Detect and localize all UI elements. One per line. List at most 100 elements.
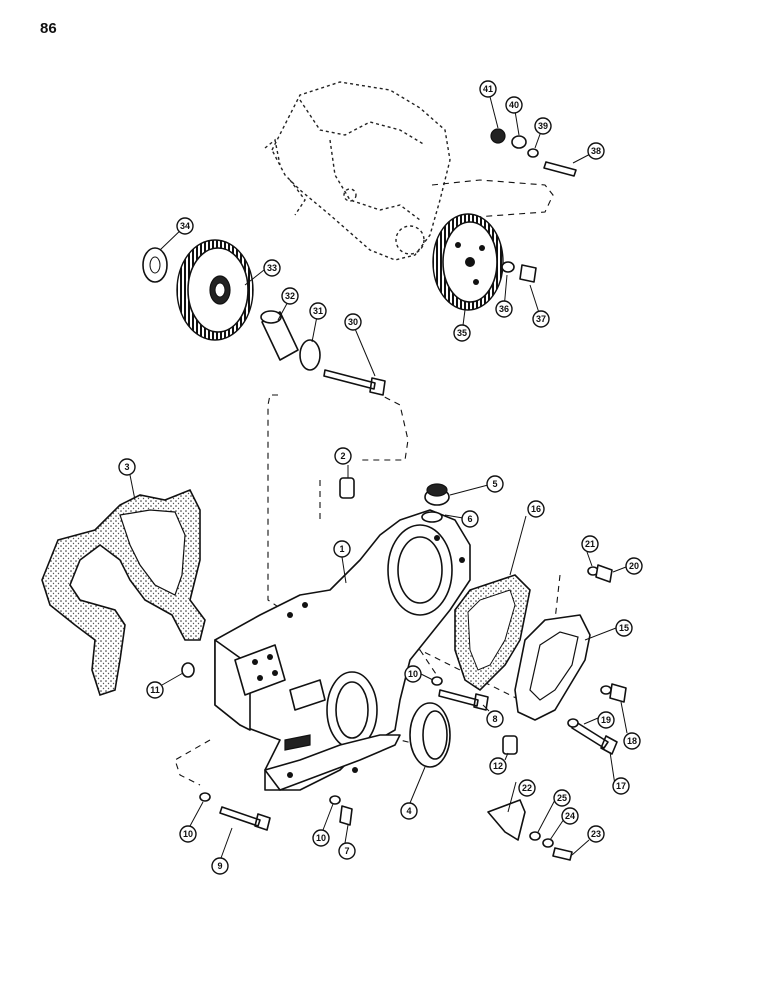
filler-plug [424, 483, 450, 506]
callout-12: 12 [489, 757, 507, 775]
callout-41: 41 [479, 80, 497, 98]
callout-23: 23 [587, 825, 605, 843]
bolt-23 [552, 847, 573, 861]
nut-40 [511, 135, 527, 149]
svg-text:25: 25 [557, 793, 567, 803]
svg-text:24: 24 [565, 811, 575, 821]
callout-24: 24 [561, 807, 579, 825]
bracket-22 [487, 799, 526, 841]
bolt-9 [219, 806, 271, 831]
pump-drive-gear [432, 213, 504, 311]
washer-10-a [431, 676, 443, 686]
idler-gear [176, 239, 254, 341]
callout-37: 37 [532, 310, 550, 328]
svg-text:15: 15 [619, 623, 629, 633]
callout-35: 35 [453, 324, 471, 342]
bolt-20 [595, 564, 613, 583]
washer-19-b [600, 685, 612, 695]
svg-text:40: 40 [509, 100, 519, 110]
callout-7: 7 [338, 842, 356, 860]
bolt-37 [519, 264, 537, 283]
callout-39: 39 [534, 117, 552, 135]
callout-10-a: 10 [404, 665, 422, 683]
injection-pump-ghost [264, 81, 451, 261]
washer-25 [529, 831, 541, 841]
plug-washer [421, 511, 443, 523]
svg-text:37: 37 [536, 314, 546, 324]
thrust-washer-hole [149, 256, 161, 274]
bolt-8 [438, 689, 489, 711]
callout-17: 17 [612, 777, 630, 795]
svg-text:18: 18 [627, 736, 637, 746]
cover-plate-inner [529, 631, 579, 701]
callout-2: 2 [334, 447, 352, 465]
callout-4: 4 [400, 802, 418, 820]
washer-10-c [329, 795, 341, 805]
nut-11 [181, 662, 195, 678]
callout-3: 3 [118, 458, 136, 476]
callout-15: 15 [615, 619, 633, 637]
svg-text:10: 10 [183, 829, 193, 839]
idler-washer [299, 339, 321, 371]
svg-text:4: 4 [406, 806, 411, 816]
svg-text:7: 7 [344, 846, 349, 856]
svg-text:39: 39 [538, 121, 548, 131]
svg-text:16: 16 [531, 504, 541, 514]
nut-41 [490, 128, 506, 144]
svg-text:38: 38 [591, 146, 601, 156]
svg-text:19: 19 [601, 715, 611, 725]
dowel-12 [502, 735, 518, 755]
svg-text:10: 10 [316, 833, 326, 843]
svg-text:22: 22 [522, 783, 532, 793]
callout-10-c: 10 [312, 829, 330, 847]
svg-text:17: 17 [616, 781, 626, 791]
callout-8: 8 [486, 710, 504, 728]
callout-21: 21 [581, 535, 599, 553]
leader-lines [129, 88, 628, 859]
svg-text:3: 3 [124, 462, 129, 472]
svg-text:8: 8 [492, 714, 497, 724]
svg-text:34: 34 [180, 221, 190, 231]
callout-20: 20 [625, 557, 643, 575]
callout-5: 5 [486, 475, 504, 493]
svg-text:9: 9 [217, 861, 222, 871]
svg-text:36: 36 [499, 304, 509, 314]
stud-38 [543, 161, 577, 177]
callout-16: 16 [527, 500, 545, 518]
cover-plate [514, 614, 591, 721]
svg-text:20: 20 [629, 561, 639, 571]
callout-40: 40 [505, 96, 523, 114]
svg-text:23: 23 [591, 829, 601, 839]
idler-shaft-bushing [260, 310, 299, 361]
svg-text:1: 1 [339, 544, 344, 554]
callout-11: 11 [146, 681, 164, 699]
svg-text:6: 6 [467, 514, 472, 524]
washer-10-b [199, 792, 211, 802]
bolt-7 [339, 805, 353, 826]
svg-text:11: 11 [150, 685, 160, 695]
gasket-inner-cutout [119, 509, 186, 596]
svg-text:12: 12 [493, 761, 503, 771]
timing-gear-housing [214, 509, 471, 791]
svg-text:21: 21 [585, 539, 595, 549]
callout-9: 9 [211, 857, 229, 875]
svg-text:32: 32 [285, 291, 295, 301]
cover-plate-gasket-cutout [467, 589, 516, 671]
callout-18: 18 [623, 732, 641, 750]
callout-38: 38 [587, 142, 605, 160]
callout-19-a: 19 [597, 711, 615, 729]
idler-bolt [323, 369, 386, 396]
washer-36 [501, 261, 515, 273]
page-number: 86 [40, 20, 57, 37]
svg-text:10: 10 [408, 669, 418, 679]
washer-19-a [567, 718, 579, 728]
bolt-18 [609, 683, 627, 703]
callout-1: 1 [333, 540, 351, 558]
svg-text:41: 41 [483, 84, 493, 94]
svg-text:5: 5 [492, 479, 497, 489]
washer-39 [527, 148, 539, 158]
callout-6: 6 [461, 510, 479, 528]
callout-36: 36 [495, 300, 513, 318]
callout-22: 22 [518, 779, 536, 797]
